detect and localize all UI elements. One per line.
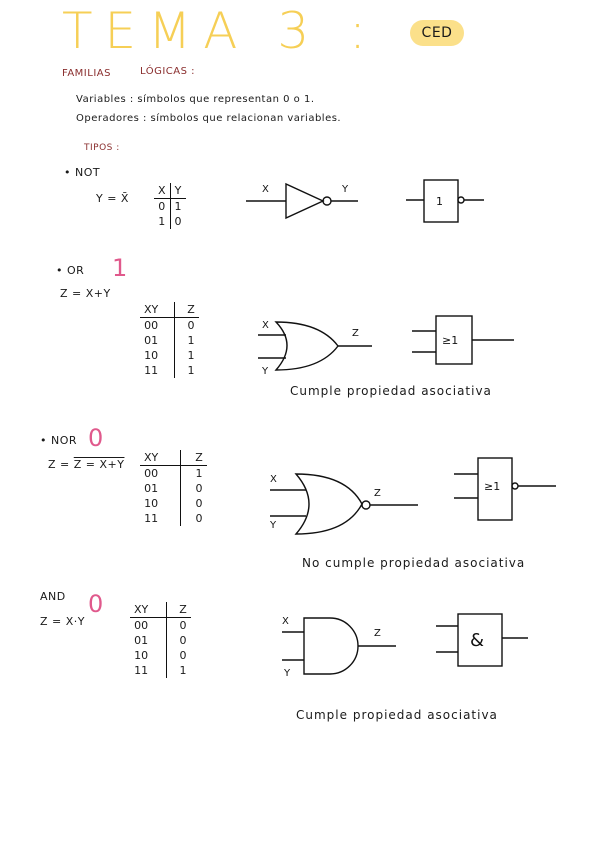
truth-table-cell: 11 — [140, 511, 182, 526]
truth-table-cell: 0 — [195, 497, 203, 510]
truth-table-cell: 1 — [179, 664, 187, 677]
truth-table-cell: 0 — [174, 215, 182, 228]
or-output-label: Z — [352, 328, 359, 339]
and-block-symbol: & — [436, 613, 528, 667]
not-gate-symbol: X Y — [246, 182, 358, 220]
truth-table-cell: 0 — [179, 634, 187, 647]
and-output-mark: 0 — [88, 590, 104, 618]
truth-table-cell: 1 — [187, 364, 195, 377]
truth-table-cell: 00 — [140, 317, 176, 333]
or-block-symbol: ≥1 — [412, 315, 514, 365]
truth-table-cell: 0 — [195, 512, 203, 525]
truth-table-cell: 10 — [130, 648, 168, 663]
truth-table-cell: 00 — [130, 617, 168, 633]
variables-definition: Variables : símbolos que representan 0 o… — [76, 94, 315, 105]
page-title: TEMA 3 : — [62, 2, 378, 60]
truth-table-cell: 01 — [140, 333, 176, 348]
nor-block-symbol: ≥1 — [454, 457, 556, 521]
truth-table-header: Z — [195, 451, 203, 464]
nor-output-mark: 0 — [88, 424, 104, 452]
or-truth-table: XY Z 00 0 01 1 10 1 11 1 — [140, 302, 199, 378]
truth-table-header: XY — [130, 602, 168, 618]
truth-table-header: Z — [179, 603, 187, 616]
truth-table-cell: 0 — [179, 649, 187, 662]
nor-output-label: Z — [374, 488, 381, 499]
and-input-x-label: X — [282, 616, 289, 627]
and-input-y-label: Y — [283, 668, 291, 679]
nor-property-note: No cumple propiedad asociativa — [302, 556, 526, 570]
nor-equation-label: Z = Z = X+Y — [48, 458, 125, 471]
truth-table-header: Z — [187, 303, 195, 316]
or-output-mark: 1 — [112, 254, 128, 282]
truth-table-cell: 0 — [154, 198, 171, 214]
nor-input-y-label: Y — [269, 520, 277, 531]
not-block-symbol: 1 — [406, 179, 484, 223]
not-block-label: 1 — [436, 195, 443, 208]
nor-gate-symbol: X Y Z — [269, 473, 418, 535]
truth-table-cell: 01 — [130, 633, 168, 648]
truth-table-header: XY — [140, 450, 182, 466]
not-input-label: X — [262, 184, 269, 195]
or-input-y-label: Y — [261, 366, 269, 377]
or-input-x-label: X — [262, 320, 269, 331]
truth-table-cell: 11 — [140, 363, 176, 378]
truth-table-cell: 0 — [195, 482, 203, 495]
truth-table-cell: 0 — [174, 317, 199, 333]
truth-table-cell: 1 — [180, 465, 207, 481]
operators-definition: Operadores : símbolos que relacionan var… — [76, 113, 342, 124]
truth-table-cell: 1 — [187, 334, 195, 347]
truth-table-cell: 1 — [174, 200, 182, 213]
subject-badge: CED — [410, 20, 464, 46]
and-block-label: & — [470, 630, 484, 651]
or-gate-name: • OR — [56, 264, 85, 277]
truth-table-cell: 10 — [140, 496, 182, 511]
truth-table-cell: 11 — [130, 663, 168, 678]
and-gate-symbol: X Y Z — [282, 616, 396, 679]
and-equation: Z = X·Y — [40, 615, 85, 628]
truth-table-header: X — [154, 183, 171, 199]
truth-table-header: Y — [170, 183, 186, 199]
nor-input-x-label: X — [270, 474, 277, 485]
truth-table-cell: 01 — [140, 481, 182, 496]
and-property-note: Cumple propiedad asociativa — [296, 708, 498, 722]
or-gate-symbol: X Y Z — [258, 320, 372, 377]
not-output-label: Y — [341, 184, 349, 195]
truth-table-cell: 00 — [140, 465, 182, 481]
nor-truth-table: XY Z 00 1 01 0 10 0 11 0 — [140, 450, 207, 526]
or-block-label: ≥1 — [442, 334, 458, 347]
truth-table-cell: 1 — [187, 349, 195, 362]
not-truth-table: X Y 0 1 1 0 — [154, 183, 186, 229]
truth-table-cell: 10 — [140, 348, 176, 363]
truth-table-cell: 0 — [166, 617, 191, 633]
and-gate-name: AND — [40, 590, 66, 603]
nor-equation: Z = X+Y — [73, 458, 125, 471]
or-property-note: Cumple propiedad asociativa — [290, 384, 492, 398]
truth-table-header: XY — [140, 302, 176, 318]
or-equation: Z = X+Y — [60, 287, 111, 300]
types-heading: TIPOS : — [84, 143, 120, 153]
not-gate-name: • NOT — [64, 166, 101, 179]
truth-table-cell: 1 — [154, 214, 171, 229]
logicas-heading: LÓGICAS : — [140, 66, 196, 77]
and-truth-table: XY Z 00 0 01 0 10 0 11 1 — [130, 602, 191, 678]
nor-gate-name: • NOR — [40, 434, 78, 447]
nor-block-label: ≥1 — [484, 480, 500, 493]
and-output-label: Z — [374, 628, 381, 639]
families-heading: FAMILIAS — [62, 68, 111, 79]
not-equation: Y = X̄ — [96, 192, 129, 205]
